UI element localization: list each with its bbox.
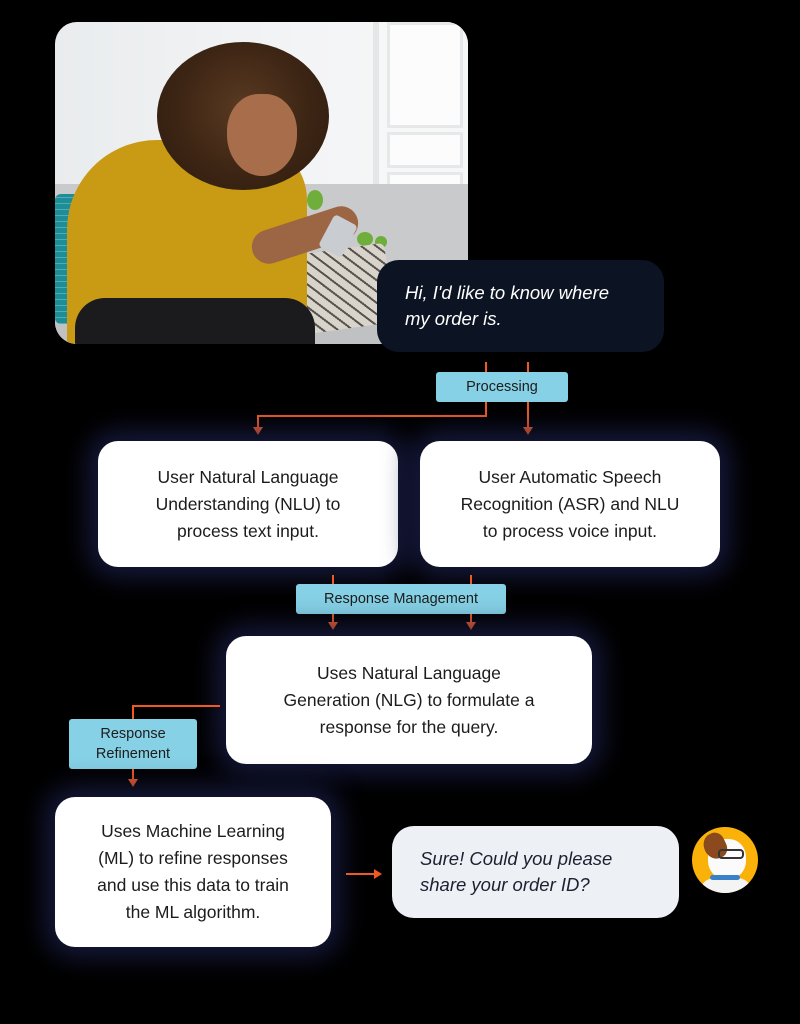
arrow-down-icon [466,622,476,630]
arrow-right-icon [374,869,382,879]
connector-line [332,575,334,585]
connector-line [332,614,334,622]
processing-tag: Processing [436,372,568,402]
glasses-icon [718,849,744,859]
connector-line [527,402,529,427]
user-message-line1: Hi, I'd like to know where [405,282,610,303]
arrow-down-icon [328,622,338,630]
connector-line [470,575,472,585]
bot-avatar [692,827,758,893]
connector-line [527,362,529,374]
response-refinement-tag: Response Refinement [69,719,197,769]
connector-line [346,873,374,875]
connector-line [257,415,487,417]
ml-card: Uses Machine Learning (ML) to refine res… [55,797,331,947]
connector-line [257,415,259,427]
connector-line [132,769,134,779]
connector-line [132,705,220,707]
response-management-tag: Response Management [296,584,506,614]
bot-message-line2: share your order ID? [420,874,590,895]
connector-line [485,402,487,417]
connector-line [132,705,134,719]
arrow-down-icon [253,427,263,435]
nlg-card: Uses Natural Language Generation (NLG) t… [226,636,592,764]
person-face [227,94,297,176]
connector-line [485,362,487,374]
window-decor [373,22,468,272]
arrow-down-icon [128,779,138,787]
bot-message-line1: Sure! Could you please [420,848,613,869]
user-message-bubble: Hi, I'd like to know where my order is. [377,260,664,352]
connector-line [470,614,472,622]
bot-message-bubble: Sure! Could you please share your order … [392,826,679,918]
asr-card: User Automatic Speech Recognition (ASR) … [420,441,720,567]
user-message-line2: my order is. [405,308,502,329]
arrow-down-icon [523,427,533,435]
nlu-card: User Natural Language Understanding (NLU… [98,441,398,567]
